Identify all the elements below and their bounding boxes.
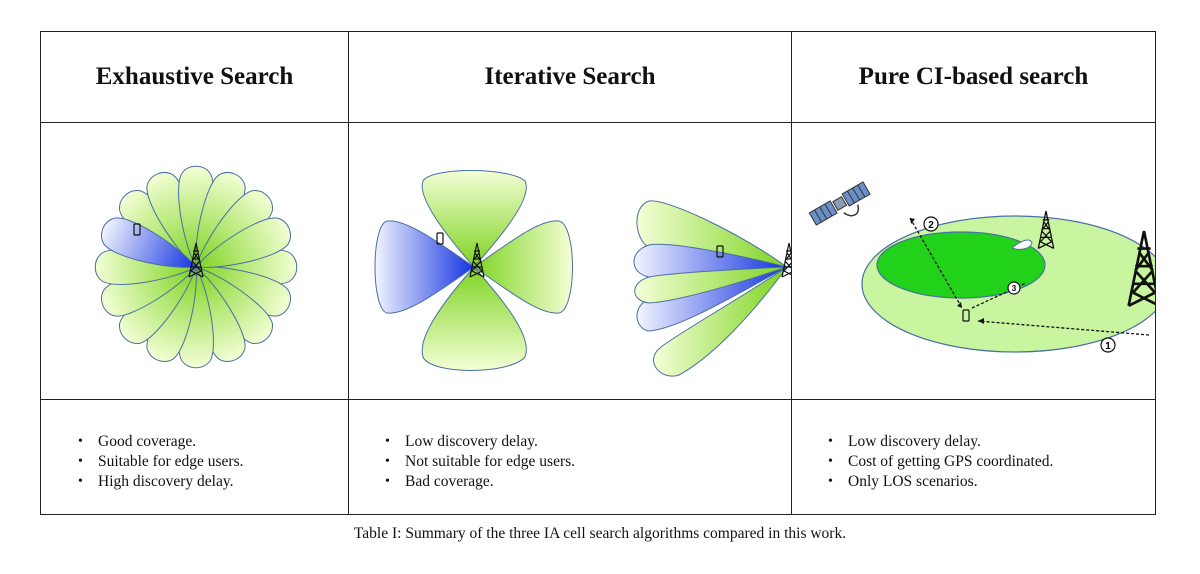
table-caption: Table I: Summary of the three IA cell se…: [353, 525, 847, 542]
list-item: Suitable for edge users.: [76, 452, 336, 472]
small-cell-area: [876, 231, 1046, 299]
wide-beam-pattern: [374, 170, 573, 371]
exhaustive-search-points: Good coverage. Suitable for edge users. …: [76, 432, 336, 492]
svg-text:3: 3: [1012, 284, 1017, 293]
row-divider: [41, 399, 1155, 400]
gps-arrow: [909, 217, 963, 309]
svg-text:1: 1: [1105, 341, 1111, 352]
header-iterative-search: Iterative Search: [484, 63, 656, 90]
ci-based-search-points: Low discovery delay. Cost of getting GPS…: [826, 432, 1146, 492]
exhaustive-search-figure: [41, 123, 348, 399]
list-item: Good coverage.: [76, 432, 336, 452]
step-marker-1: 1: [1100, 337, 1116, 353]
iterative-search-points: Low discovery delay. Not suitable for ed…: [383, 432, 783, 492]
phone-icon: [133, 223, 141, 236]
list-item: Low discovery delay.: [383, 432, 783, 452]
row-divider: [41, 122, 1155, 123]
column-divider: [348, 32, 349, 514]
svg-text:2: 2: [928, 220, 934, 231]
iterative-search-figure: [349, 123, 791, 399]
phone-icon: [962, 309, 970, 322]
step-marker-2: 2: [923, 216, 939, 232]
narrow-beam-pattern: [633, 200, 789, 377]
step-marker-3: 3: [1007, 281, 1021, 295]
header-exhaustive-search: Exhaustive Search: [95, 63, 294, 90]
ci-based-search-figure: 1 2 3: [792, 123, 1155, 399]
macro-to-user-arrow: [977, 320, 1150, 336]
list-item: Not suitable for edge users.: [383, 452, 783, 472]
satellite-icon: [808, 181, 871, 226]
column-divider: [791, 32, 792, 514]
header-ci-based-search: Pure CI-based search: [858, 63, 1089, 90]
list-item: Low discovery delay.: [826, 432, 1146, 452]
list-item: Cost of getting GPS coordinated.: [826, 452, 1146, 472]
cell-tower-icon: [781, 242, 791, 278]
list-item: High discovery delay.: [76, 472, 336, 492]
beam-pattern-radial: [94, 165, 298, 369]
phone-icon: [436, 232, 444, 245]
summary-table: Exhaustive Search Iterative Search Pure …: [40, 31, 1156, 515]
list-item: Only LOS scenarios.: [826, 472, 1146, 492]
phone-icon: [716, 245, 724, 258]
list-item: Bad coverage.: [383, 472, 783, 492]
